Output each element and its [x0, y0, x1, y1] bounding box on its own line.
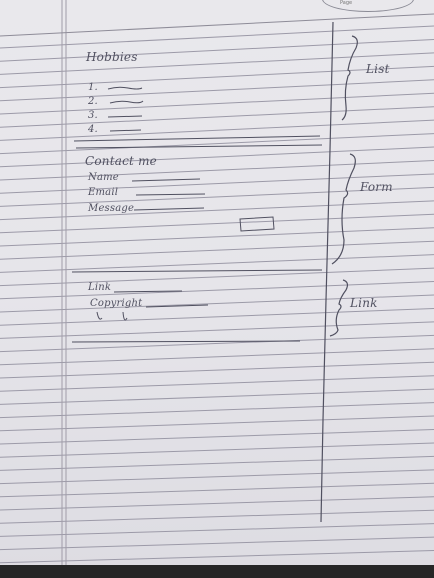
list-item-3: 3. — [88, 110, 98, 121]
brace-list — [341, 35, 358, 121]
brace-label-list: List — [366, 62, 390, 76]
desk-shadow — [0, 565, 434, 578]
form-field-name: Name — [88, 172, 119, 183]
list-item-4: 4. — [88, 124, 98, 135]
brace-label-link: Link — [350, 296, 378, 310]
list-item-1: 1. — [88, 82, 98, 93]
brace-label-form: Form — [360, 180, 393, 194]
submit-box-sketch — [239, 216, 275, 232]
section-title-contact: Contact me — [85, 154, 157, 168]
footer-copyright-label: Copyright — [90, 298, 143, 309]
footer-link-label: Link — [88, 282, 112, 293]
form-field-email: Email — [88, 187, 119, 198]
section-title-hobbies: Hobbies — [86, 50, 138, 64]
page-stamp-label: Page — [340, 0, 353, 6]
brace-form — [331, 153, 356, 265]
form-field-message: Message — [88, 203, 135, 214]
list-item-2: 2. — [88, 96, 98, 107]
brace-link — [329, 279, 349, 337]
